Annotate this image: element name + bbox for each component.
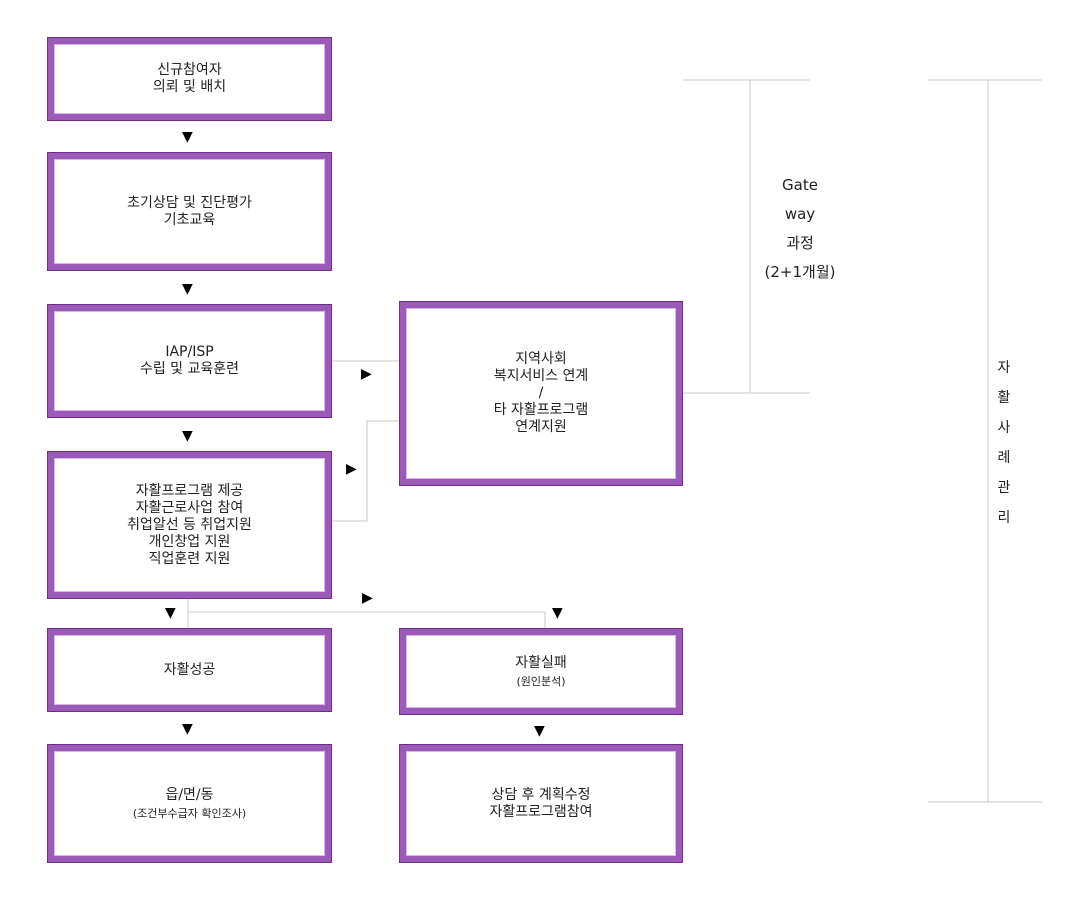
case-char-1: 자 [997, 360, 1011, 376]
box-program-line4: 개인창업 지원 [148, 533, 231, 550]
arrow-right-program: ▶ [346, 461, 357, 477]
arrow-down-1: ▼ [182, 129, 193, 145]
box-community: 지역사회 복지서비스 연계 / 타 자활프로그램 연계지원 [400, 302, 682, 485]
arrow-down-3: ▼ [182, 428, 193, 444]
box-community-line1: 지역사회 [515, 351, 567, 367]
case-char-2: 활 [997, 390, 1011, 406]
connector-program-community [330, 420, 402, 522]
box-replan: 상담 후 계획수정 자활프로그램참여 [400, 745, 682, 862]
box-program-line1: 자활프로그램 제공 [135, 482, 244, 499]
box-office: 읍/면/동 (조건부수급자 확인조사) [48, 745, 331, 862]
box-iap-isp: IAP/ISP 수립 및 교육훈련 [48, 305, 331, 417]
case-management-label: 자 활 사 례 관 리 [993, 353, 1015, 533]
box-iap-isp-line2: 수립 및 교육훈련 [139, 361, 240, 377]
box-initial-counsel-line2: 기초교육 [163, 211, 216, 228]
gateway-label: Gate way 과정 (2+1개월) [755, 171, 845, 287]
arrow-down-failure: ▼ [552, 605, 563, 621]
box-new-participant-line1: 신규참여자 [157, 62, 222, 78]
gateway-line1: Gate [782, 176, 818, 194]
arrow-down-replan: ▼ [534, 723, 545, 739]
arrow-down-office: ▼ [182, 721, 193, 737]
box-new-participant-line2: 의뢰 및 배치 [152, 79, 227, 95]
arrow-right-iap: ▶ [361, 366, 372, 382]
box-replan-line1: 상담 후 계획수정 [491, 786, 591, 803]
box-community-line5: 연계지원 [515, 419, 567, 435]
box-community-line4: 타 자활프로그램 [493, 402, 589, 418]
box-program-line2: 자활근로사업 참여 [135, 499, 244, 516]
box-success-line1: 자활성공 [163, 661, 216, 678]
box-iap-isp-line1: IAP/ISP [165, 344, 214, 360]
box-replan-line2: 자활프로그램참여 [489, 803, 593, 820]
arrow-down-success: ▼ [165, 605, 176, 621]
arrow-right-branch: ▶ [362, 590, 373, 606]
box-initial-counsel-line1: 초기상담 및 진단평가 [127, 194, 252, 211]
box-program: 자활프로그램 제공 자활근로사업 참여 취업알선 등 취업지원 개인창업 지원 … [48, 452, 331, 598]
case-char-6: 리 [997, 510, 1011, 526]
box-success: 자활성공 [48, 629, 331, 711]
box-community-line3: / [538, 385, 544, 401]
gateway-line4: (2+1개월) [764, 263, 836, 281]
box-program-line3: 취업알선 등 취업지원 [127, 516, 252, 533]
box-community-line2: 복지서비스 연계 [493, 368, 589, 384]
box-office-line1: 읍/면/동 [165, 786, 214, 803]
case-char-3: 사 [997, 420, 1011, 436]
gateway-line2: way [784, 205, 816, 223]
box-office-sub: (조건부수급자 확인조사) [132, 806, 247, 820]
box-program-line5: 직업훈련 지원 [148, 550, 231, 567]
case-char-5: 관 [997, 480, 1011, 496]
box-initial-counsel: 초기상담 및 진단평가 기초교육 [48, 153, 331, 270]
arrow-down-2: ▼ [182, 281, 193, 297]
box-failure: 자활실패 (원인분석) [400, 629, 682, 714]
case-char-4: 례 [997, 450, 1011, 466]
box-failure-line1: 자활실패 [515, 654, 567, 671]
box-new-participant: 신규참여자 의뢰 및 배치 [48, 38, 331, 120]
box-failure-sub: (원인분석) [516, 674, 566, 688]
gateway-line3: 과정 [786, 234, 814, 252]
